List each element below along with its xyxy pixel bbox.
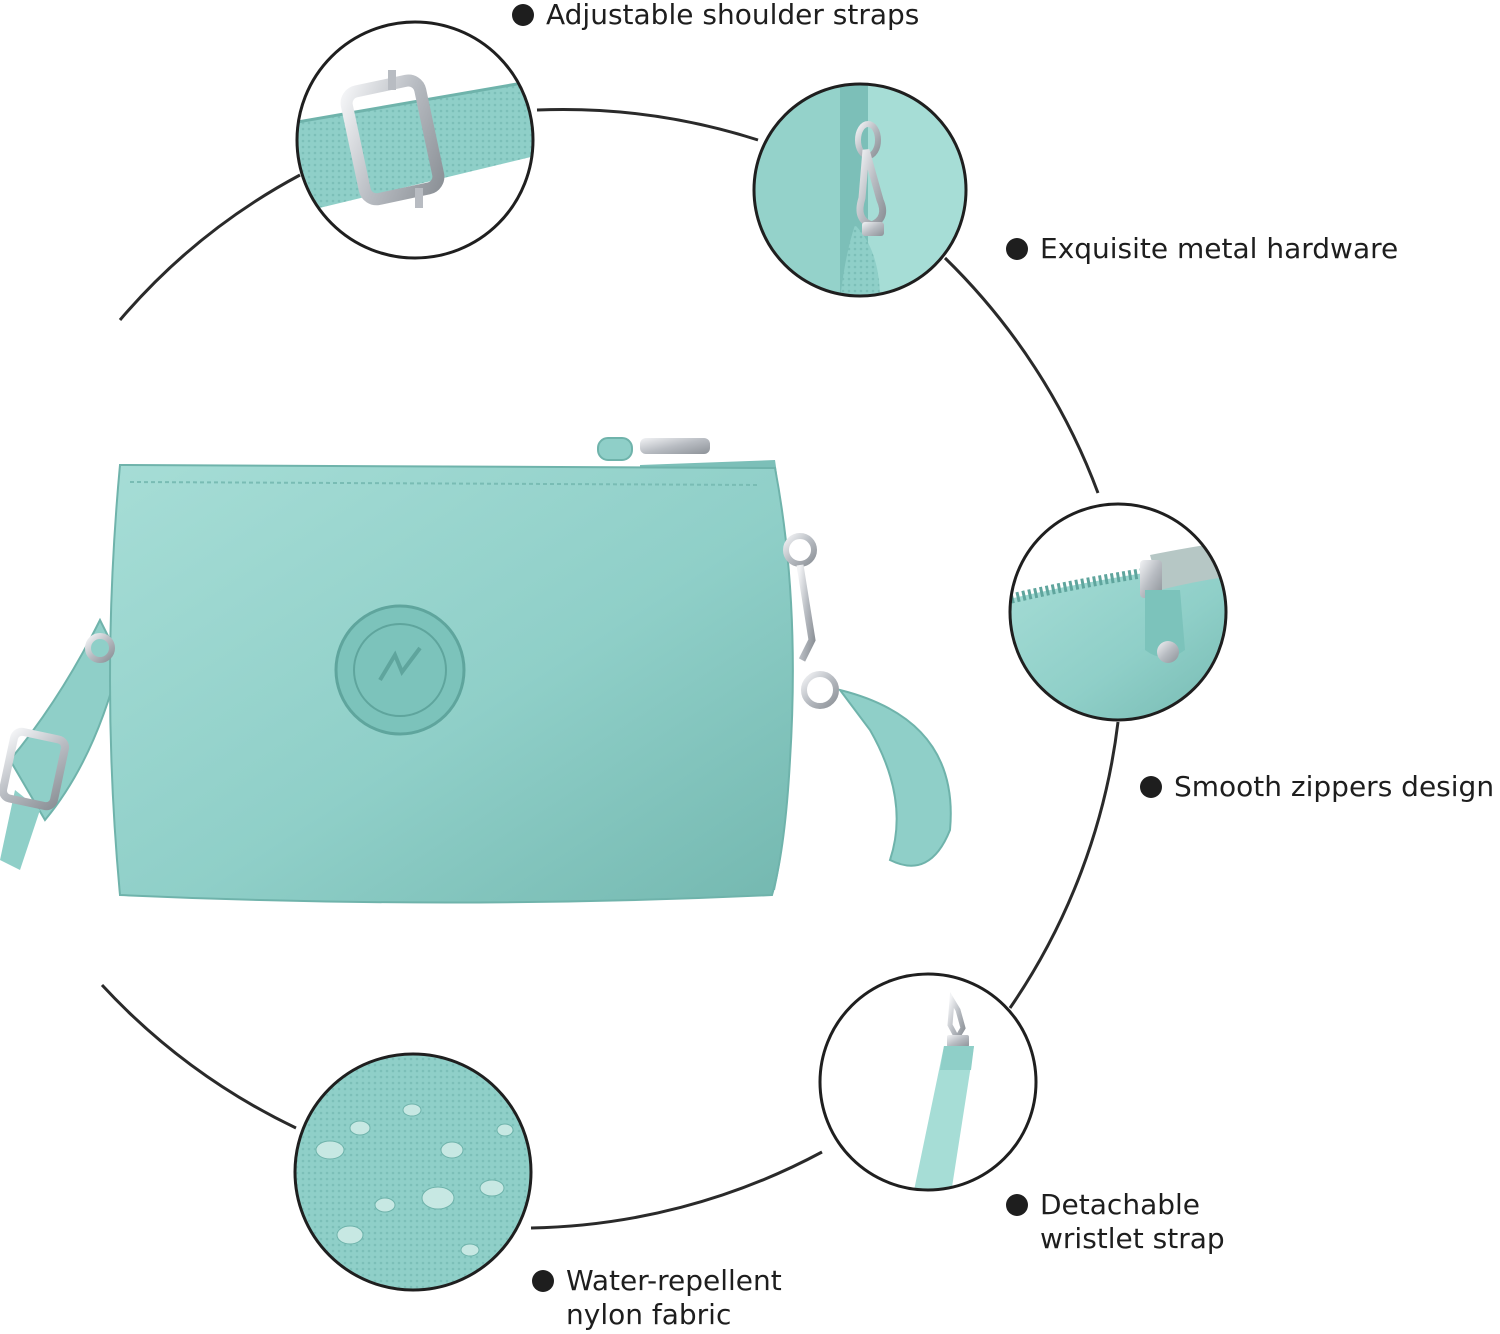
bullet-dot-icon <box>512 4 534 26</box>
feature-text-line-1: Detachable <box>1040 1188 1201 1221</box>
feature-text-line-1: Water-repellent <box>566 1264 782 1297</box>
feature-label-water-repellent: Water-repellent nylon fabric <box>532 1264 782 1332</box>
feature-label-metal-hardware: Exquisite metal hardware <box>1006 232 1398 266</box>
swivel-clasp-detail <box>752 82 968 298</box>
water-droplets-detail <box>293 1052 533 1292</box>
bullet-dot-icon <box>532 1270 554 1292</box>
arc-segment-bottom <box>530 1150 823 1230</box>
bullet-dot-icon <box>1006 238 1028 260</box>
feature-text-line-2: nylon fabric <box>566 1298 732 1331</box>
feature-label-smooth-zippers: Smooth zippers design <box>1140 770 1494 804</box>
feature-label-wristlet-strap: Detachable wristlet strap <box>1006 1188 1225 1256</box>
crossbody-bag-product <box>0 437 952 904</box>
feature-text: Smooth zippers design <box>1174 770 1495 803</box>
feature-text: Adjustable shoulder straps <box>546 0 920 31</box>
brand-logo-patch <box>334 604 466 736</box>
feature-text-line-2: wristlet strap <box>1040 1222 1225 1255</box>
zipper-pull-detail <box>1008 502 1228 722</box>
feature-label-adjustable-straps: Adjustable shoulder straps <box>512 0 919 32</box>
arc-segment-right-upper <box>943 256 1100 494</box>
connector-arcs <box>100 108 1120 1230</box>
arc-segment-left-upper <box>118 173 301 321</box>
arc-segment-right-lower <box>1008 721 1120 1009</box>
arc-segment-left-lower <box>100 983 297 1130</box>
strap-buckle-detail <box>295 20 535 260</box>
wristlet-strap-detail <box>818 972 1038 1192</box>
arc-segment-top <box>536 108 759 142</box>
feature-text: Exquisite metal hardware <box>1040 232 1399 265</box>
bullet-dot-icon <box>1006 1194 1028 1216</box>
bullet-dot-icon <box>1140 776 1162 798</box>
